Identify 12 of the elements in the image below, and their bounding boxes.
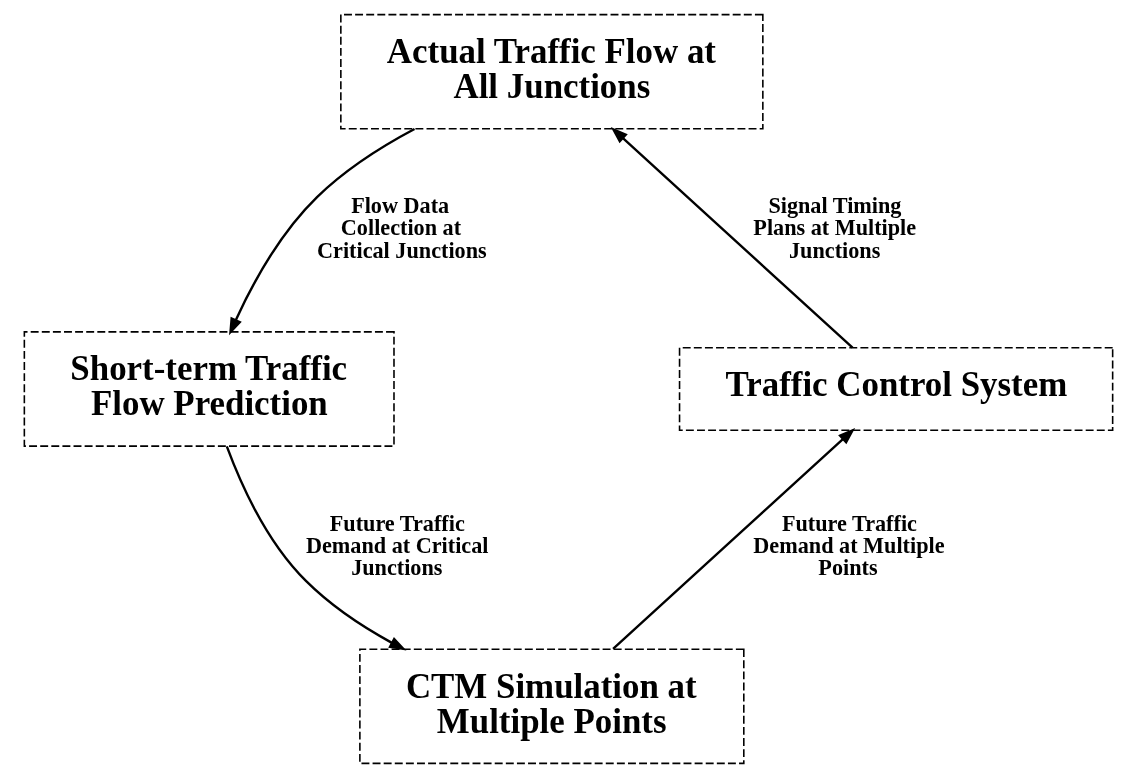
edge-label: Signal Timing Plans at Multiple Junctions [753,193,917,263]
arrow [610,127,854,349]
node-box: Traffic Control System [678,346,1114,432]
arrow [225,445,407,651]
arrow [229,127,416,336]
edge-label: Future Traffic Demand at Multiple Points [753,510,945,580]
edge-label: Future Traffic Demand at Critical Junctions [305,510,489,580]
edge-label: Flow Data Collection at Critical Junctions [317,193,487,263]
arrow [612,427,856,650]
node-box: CTM Simulation at Multiple Points [359,648,745,765]
node-box: Short-term Traffic Flow Prediction [23,331,395,447]
node-box: Actual Traffic Flow at All Junctions [340,13,764,130]
